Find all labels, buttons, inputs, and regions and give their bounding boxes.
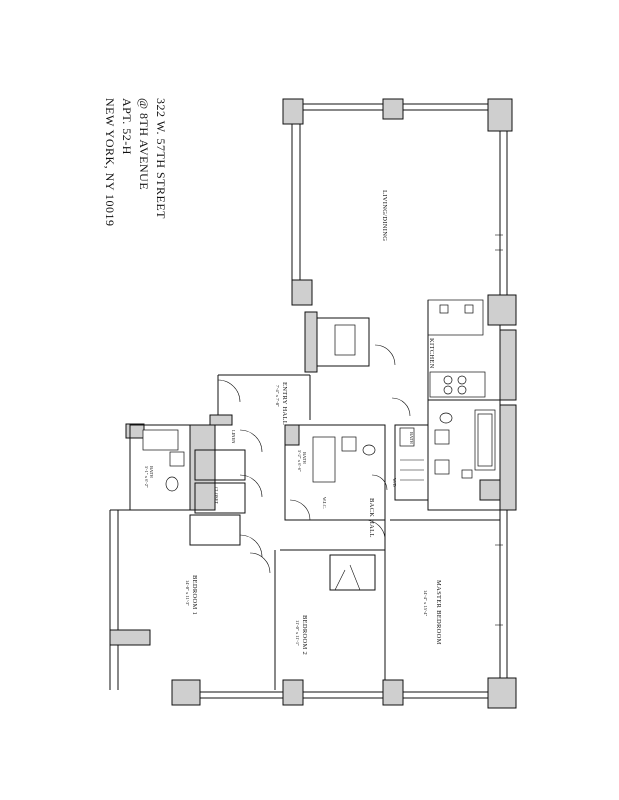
master-bedroom-label: MASTER BEDROOM [435,580,442,645]
back-hall-cluster [284,424,429,521]
washer-dryer-label: W/D [392,478,397,487]
entry-hall-dim: 7'-4" x 7'-8" [275,385,280,407]
kitchen-walls [304,299,517,401]
linen-label: LINEN [231,430,236,444]
bedroom2-dim: 11'-0" x 11'-1" [295,620,300,646]
bedroom2-label: BEDROOM 2 [301,615,308,655]
living-dining-label: LIVING/DINING [381,190,388,241]
address-line-3: APT. 52-H [120,98,134,155]
entry-hall-walls [209,374,411,426]
address-line-1: 322 W. 57TH STREET [154,98,168,220]
entry-hall-label: ENTRY HALL [281,382,288,425]
bath3-label: BATH [409,432,414,445]
master-bath [427,399,517,511]
address-line-4: NEW YORK, NY 10019 [103,98,117,227]
bedroom1-dim: 14'-0" x 11'-3" [185,580,190,606]
bedroom1-label: BEDROOM 1 [191,575,198,615]
living-dining-walls [282,98,517,326]
bath2-label: BATH [302,452,307,465]
wic-label: W.I.C. [322,497,327,509]
closet-label: CLOSET [214,487,219,504]
master-bedroom-walls [390,510,517,709]
bedroom2-walls [280,519,404,706]
master-bedroom-dim: 14'-4" x 15'-4" [423,590,428,616]
bath2-dim: 5'-2" x 6'-6" [297,450,302,472]
bath1-walls [125,423,263,558]
bath1-dim: 5'-1" x 6'-2" [144,466,149,488]
kitchen-label: KITCHEN [428,338,435,369]
bedroom1-walls [109,509,285,706]
back-hall-label: BACK HALL [368,498,375,538]
bath1-label: BATH [149,466,154,479]
address-line-2: @ 8TH AVENUE [137,98,151,191]
